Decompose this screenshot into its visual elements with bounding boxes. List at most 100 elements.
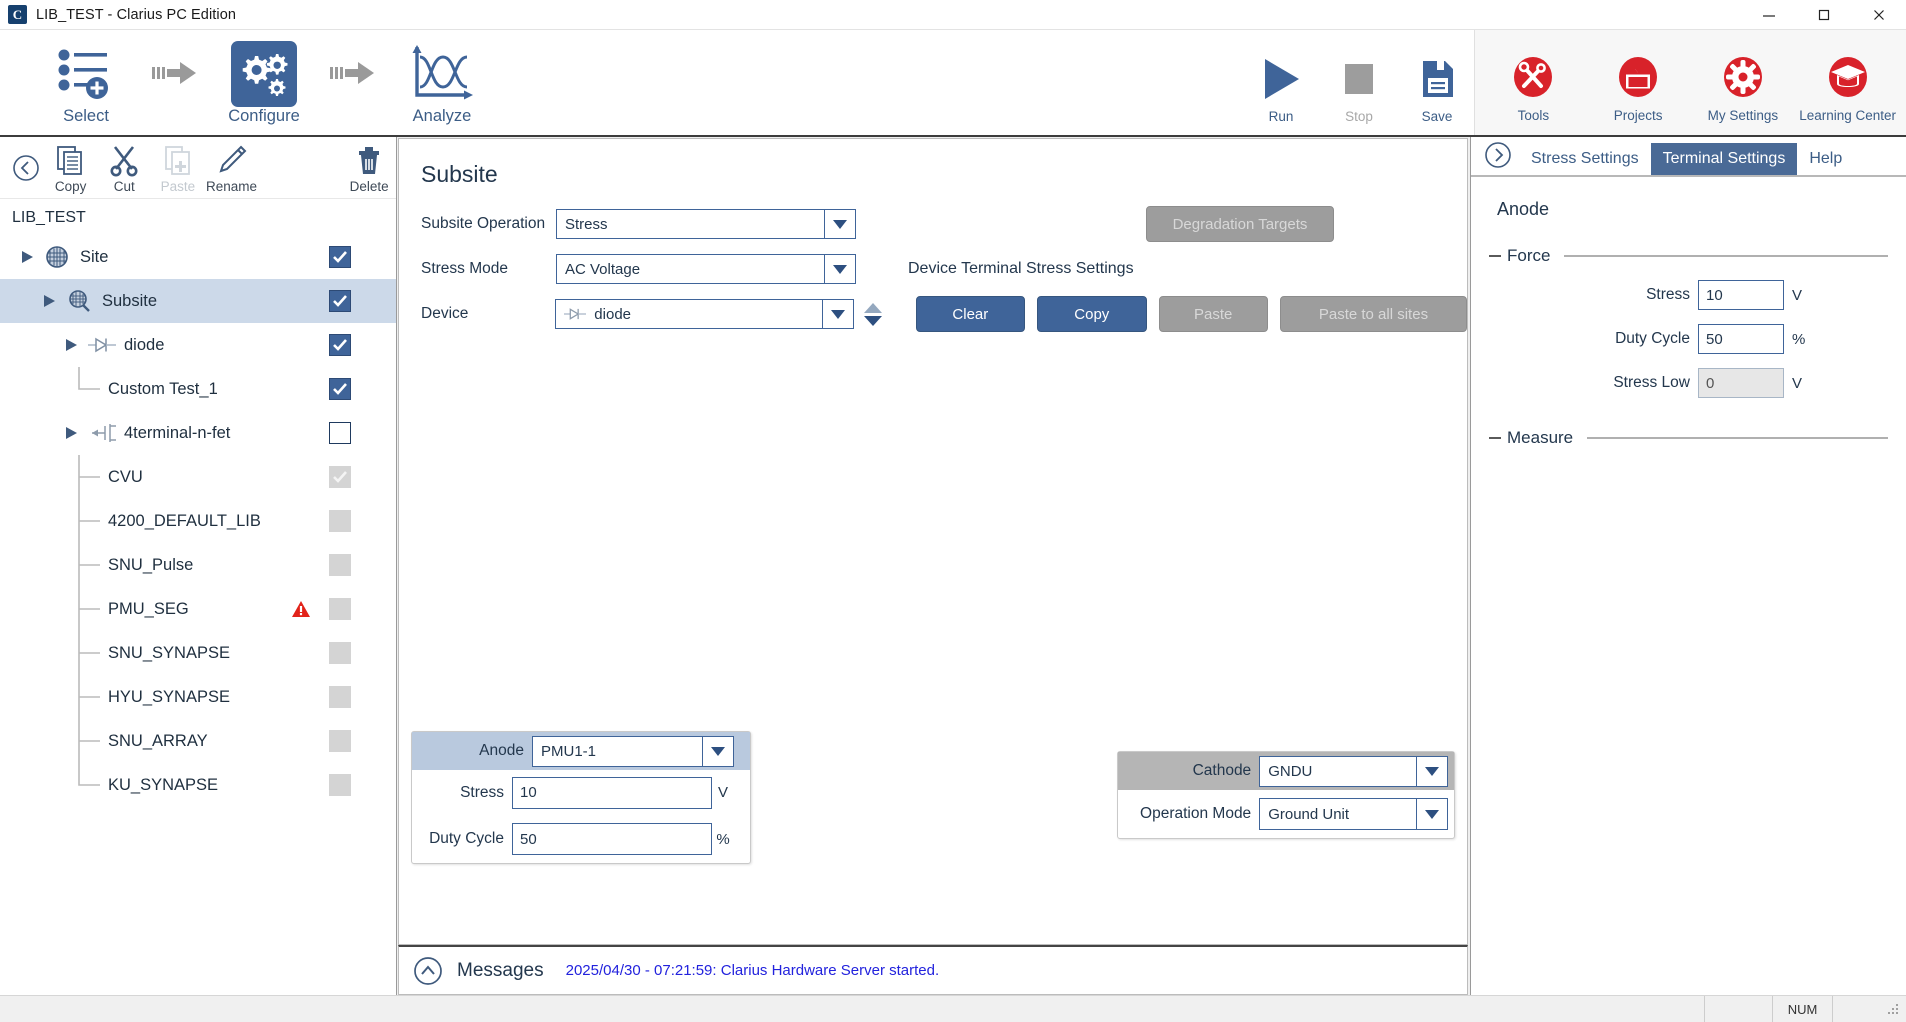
projects-button[interactable]: Projects (1588, 43, 1688, 123)
maximize-icon[interactable] (1796, 0, 1851, 30)
delete-button[interactable]: Delete (342, 142, 396, 194)
stop-button[interactable]: Stop (1320, 41, 1398, 124)
chevron-down-icon[interactable] (703, 746, 733, 756)
tab-help[interactable]: Help (1797, 143, 1854, 175)
tree-item-checkbox[interactable] (329, 774, 351, 796)
chevron-down-icon[interactable] (825, 264, 855, 274)
chevron-down-icon[interactable] (825, 219, 855, 229)
sidebar-toolbar: Copy Cut (0, 137, 396, 199)
expand-arrow-icon[interactable] (66, 338, 80, 352)
spinner-up-icon[interactable] (863, 302, 882, 313)
workflow-arrow-2-icon (324, 60, 382, 106)
workflow-step-select[interactable]: Select (26, 39, 146, 126)
tree-item-subsite[interactable]: Subsite (0, 279, 396, 323)
tree-item-snu-pulse[interactable]: SNU_Pulse (0, 543, 396, 587)
tree-item-site[interactable]: Site (0, 235, 396, 279)
stress-mode-row: Stress Mode AC Voltage Device Terminal S… (421, 254, 1467, 284)
tree-item-checkbox[interactable] (329, 598, 351, 620)
tab-label: Help (1809, 150, 1843, 167)
tree-item-label: Subsite (102, 291, 158, 310)
paste-button[interactable]: Paste (151, 142, 205, 194)
anode-duty-cycle-input[interactable]: 50 (512, 823, 712, 855)
tree-item-4200-default-lib[interactable]: 4200_DEFAULT_LIB (0, 499, 396, 543)
tree-item-checkbox[interactable] (329, 730, 351, 752)
tree-item-checkbox[interactable] (329, 466, 351, 488)
anode-stress-input[interactable]: 10 (512, 776, 712, 809)
tab-terminal-settings[interactable]: Terminal Settings (1650, 143, 1798, 175)
tree-item-checkbox[interactable] (329, 642, 351, 664)
tree-connector-icon (78, 631, 100, 675)
copy-terminal-button[interactable]: Copy (1037, 296, 1147, 332)
stop-square-icon (1337, 53, 1381, 105)
tree-item-checkbox[interactable] (329, 554, 351, 576)
tree-item-snu-array[interactable]: SNU_ARRAY (0, 719, 396, 763)
cathode-operation-mode-select[interactable]: Ground Unit (1259, 798, 1448, 830)
my-settings-button[interactable]: My Settings (1693, 43, 1793, 123)
tree-item-snu-synapse[interactable]: SNU_SYNAPSE (0, 631, 396, 675)
tree-item-hyu-synapse[interactable]: HYU_SYNAPSE (0, 675, 396, 719)
library-root-label: LIB_TEST (12, 209, 86, 226)
tree-item-checkbox[interactable] (329, 422, 351, 444)
paste-terminal-button[interactable]: Paste (1158, 296, 1268, 332)
tree-item-pmu-seg[interactable]: PMU_SEG (0, 587, 396, 631)
rename-button[interactable]: Rename (205, 142, 259, 194)
device-select[interactable]: diode (555, 299, 854, 329)
force-duty-cycle-input[interactable]: 50 (1698, 324, 1784, 354)
degradation-targets-label: Degradation Targets (1172, 215, 1308, 233)
copy-icon (54, 142, 88, 178)
expand-arrow-icon[interactable] (44, 294, 58, 308)
subsite-icon (69, 290, 90, 312)
chevron-down-icon[interactable] (823, 309, 853, 319)
tree-item-checkbox[interactable] (329, 686, 351, 708)
run-button[interactable]: Run (1242, 41, 1320, 124)
chevron-down-icon[interactable] (1417, 809, 1447, 819)
run-controls: Run Stop Save (1242, 30, 1476, 135)
tree-item-diode[interactable]: diode (0, 323, 396, 367)
anode-terminal-value: PMU1-1 (541, 742, 597, 760)
workflow-step-analyze[interactable]: Analyze (382, 39, 502, 126)
ribbon-toolbar: Select (0, 30, 1906, 137)
force-stress-input[interactable]: 10 (1698, 280, 1784, 310)
chevron-up-circle-icon[interactable] (413, 956, 443, 986)
settings-panel: Stress Settings Terminal Settings Help A… (1470, 137, 1906, 995)
tree-item-4terminal-n-fet[interactable]: 4terminal-n-fet (0, 411, 396, 455)
copy-button[interactable]: Copy (44, 142, 98, 194)
workflow-step-label: Analyze (412, 107, 472, 125)
subsite-operation-select[interactable]: Stress (556, 209, 856, 239)
tree-item-checkbox[interactable] (329, 290, 351, 312)
collapse-sidebar-button[interactable] (8, 154, 44, 182)
spinner-down-icon[interactable] (863, 315, 882, 326)
force-stress-low-unit: V (1792, 374, 1803, 392)
save-button[interactable]: Save (1398, 41, 1476, 124)
chevron-down-icon[interactable] (1417, 766, 1447, 776)
paste-label: Paste (1194, 305, 1233, 323)
anode-terminal-select[interactable]: PMU1-1 (532, 735, 734, 767)
device-spinner[interactable] (860, 302, 886, 326)
cut-button[interactable]: Cut (97, 142, 151, 194)
tree-item-custom-test-1[interactable]: Custom Test_1 (0, 367, 396, 411)
stress-mode-select[interactable]: AC Voltage (556, 254, 856, 284)
tree-item-checkbox[interactable] (329, 510, 351, 532)
collapse-minus-icon[interactable] (1489, 437, 1501, 439)
expand-arrow-icon[interactable] (22, 250, 36, 264)
chevron-right-circle-icon[interactable] (1477, 135, 1519, 175)
collapse-minus-icon[interactable] (1489, 255, 1501, 257)
tree-item-ku-synapse[interactable]: KU_SYNAPSE (0, 763, 396, 807)
degradation-targets-button[interactable]: Degradation Targets (1146, 206, 1334, 242)
learning-center-button[interactable]: Learning Center (1798, 43, 1898, 123)
clear-button[interactable]: Clear (915, 296, 1026, 332)
workflow-step-configure[interactable]: Configure (204, 39, 324, 126)
expand-arrow-icon[interactable] (66, 426, 80, 440)
tree-item-cvu[interactable]: CVU (0, 455, 396, 499)
paste-to-all-sites-button[interactable]: Paste to all sites (1279, 296, 1467, 332)
tree-item-checkbox[interactable] (329, 246, 351, 268)
tree-item-checkbox[interactable] (329, 378, 351, 400)
tools-button[interactable]: Tools (1483, 43, 1583, 123)
tab-stress-settings[interactable]: Stress Settings (1519, 143, 1651, 175)
resize-grip-icon[interactable] (1880, 996, 1906, 1022)
close-icon[interactable] (1851, 0, 1906, 30)
tree-item-label: 4terminal-n-fet (124, 423, 231, 442)
minimize-icon[interactable] (1741, 0, 1796, 30)
tree-item-checkbox[interactable] (329, 334, 351, 356)
cathode-terminal-select[interactable]: GNDU (1259, 755, 1448, 787)
